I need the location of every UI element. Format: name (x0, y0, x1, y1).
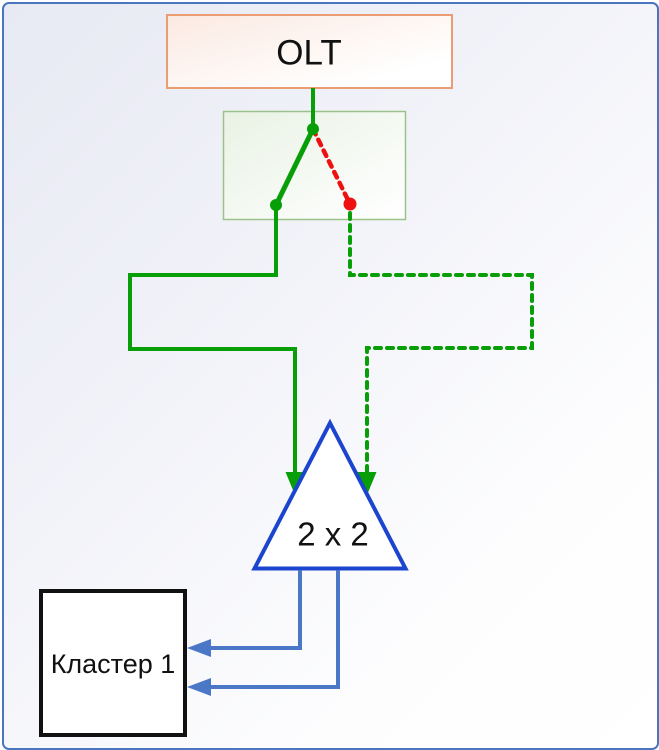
drop-arrowhead-2-icon (187, 678, 211, 696)
olt-label: OLT (276, 34, 341, 73)
coupler-label: 2 x 2 (297, 516, 369, 553)
cluster-box (39, 589, 187, 737)
backup-fiber-path (348, 211, 534, 474)
coupler-node: 2 x 2 (251, 418, 409, 571)
active-fiber-path (128, 88, 316, 474)
olt-node: OLT (166, 14, 453, 89)
cluster-label: Кластер 1 (51, 649, 176, 679)
fault-branch-line (310, 126, 353, 207)
coupler-triangle (251, 418, 409, 571)
fault-branch (310, 126, 357, 211)
switch-active-contact-dot (270, 199, 282, 211)
switch-input-dot (307, 123, 319, 135)
pon-diagram: OLT 2 x 2 (39, 14, 534, 737)
drop-arrowhead-1-icon (187, 639, 211, 657)
drop-lines (210, 570, 340, 689)
cluster-node: Кластер 1 (39, 589, 187, 737)
backup-path-arrowhead-icon (357, 472, 377, 495)
fault-contact-dot (343, 197, 357, 211)
olt-box (166, 14, 453, 89)
